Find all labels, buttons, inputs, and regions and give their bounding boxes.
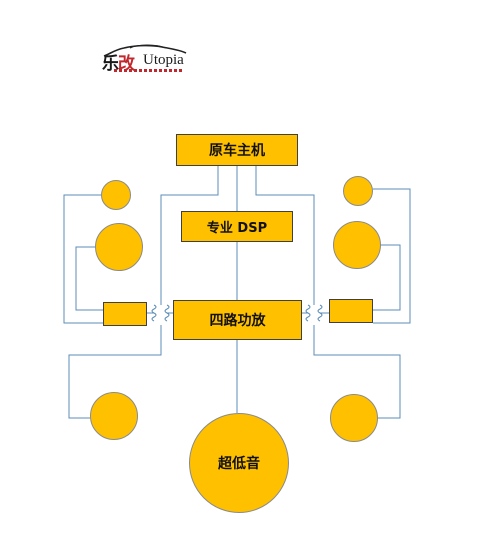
left-crossover-box [103, 302, 147, 326]
brand-logo: 乐改 Utopia [100, 44, 190, 76]
right-rear-speaker [330, 394, 378, 442]
logo-english-text: Utopia [143, 52, 184, 68]
logo-subtitle-strip [114, 69, 184, 72]
right-midrange-speaker [333, 221, 381, 269]
left-midrange-speaker [95, 223, 143, 271]
car-silhouette-icon [103, 44, 187, 57]
left-rear-speaker [90, 392, 138, 440]
right-tweeter-speaker [343, 176, 373, 206]
subwoofer-speaker: 超低音 [189, 413, 289, 513]
dsp-box: 专业 DSP [181, 211, 293, 242]
left-tweeter-speaker [101, 180, 131, 210]
amplifier-box: 四路功放 [173, 300, 302, 340]
head-unit-box: 原车主机 [176, 134, 298, 166]
right-crossover-box [329, 299, 373, 323]
